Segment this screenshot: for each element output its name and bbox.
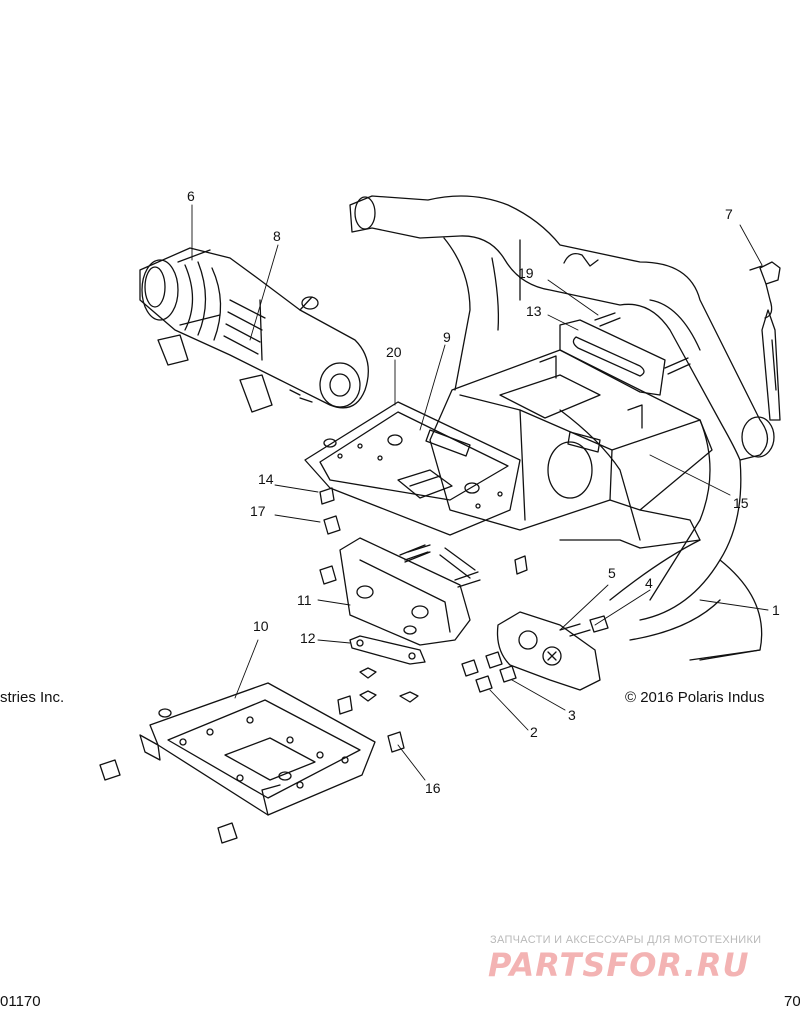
end-bracket	[496, 611, 601, 691]
hardware-bolts	[99, 487, 609, 844]
callout-10: 10	[253, 618, 269, 634]
callout-8: 8	[273, 228, 281, 244]
winch-assembly	[139, 247, 369, 413]
copyright-right: © 2016 Polaris Indus	[625, 689, 765, 706]
page-number: 70	[784, 993, 800, 1010]
callout-2: 2	[530, 724, 538, 740]
callout-3: 3	[568, 707, 576, 723]
callout-15: 15	[733, 495, 749, 511]
callout-11: 11	[297, 592, 312, 608]
callout-9: 9	[443, 329, 451, 345]
callout-6: 6	[187, 188, 195, 204]
diagram-code: 01170	[0, 993, 41, 1010]
watermark-logo: PARTSFOR.RU	[488, 946, 750, 984]
winch-mount-bracket	[429, 349, 713, 549]
lower-bracket	[339, 537, 476, 646]
callout-4: 4	[645, 575, 653, 591]
strap-plate	[349, 635, 426, 703]
receiver-plate	[139, 682, 376, 816]
callout-1: 1	[772, 602, 780, 618]
callout-19: 19	[518, 265, 534, 281]
copyright-left: stries Inc.	[0, 689, 65, 706]
callout-14: 14	[258, 471, 274, 487]
watermark-tagline: ЗАПЧАСТИ И АКСЕССУАРЫ ДЛЯ МОТОТЕХНИКИ	[490, 934, 762, 946]
winch-plate	[304, 401, 521, 536]
callout-12: 12	[300, 630, 316, 646]
bumper-tube	[349, 195, 775, 661]
callout-16: 16	[425, 780, 441, 796]
winch-hook-strap	[749, 261, 781, 421]
callout-13: 13	[526, 303, 542, 319]
callout-20: 20	[386, 344, 402, 360]
callout-17: 17	[250, 503, 266, 519]
leader-lines	[191, 204, 769, 781]
callout-7: 7	[725, 206, 733, 222]
callout-5: 5	[608, 565, 616, 581]
